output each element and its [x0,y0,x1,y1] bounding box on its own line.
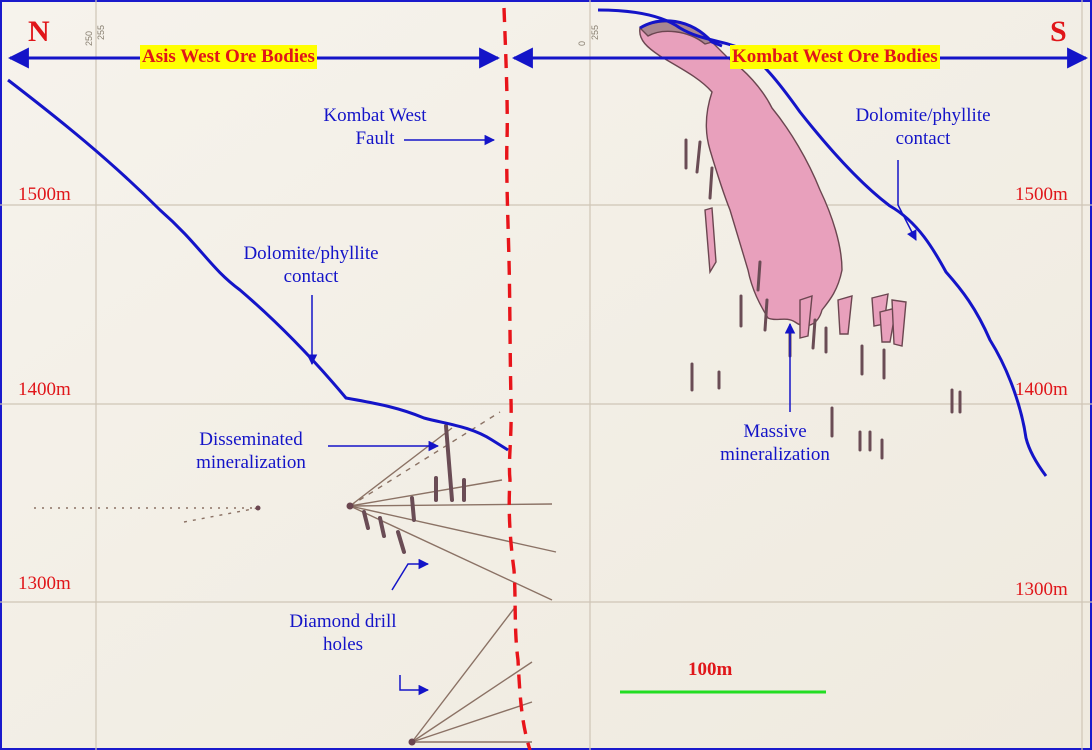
elevation-label-right: 1400m [1015,379,1068,400]
grid-tick-label: 0 [577,41,587,46]
elevation-label-left: 1500m [18,184,71,205]
ore-lens [704,207,717,275]
contact-left-label-line: contact [283,266,339,287]
drill-callout-arrow-2 [399,675,430,696]
drill-callout-arrow-1 [391,558,430,591]
contact-right-label: Dolomite/phyllite contact [818,104,1028,150]
elevation-label-left: 1400m [18,379,71,400]
disseminated-label-line: Disseminated [199,429,303,450]
contact-right-label-line: contact [895,128,951,149]
massive-label: Massive mineralization [690,420,860,466]
north-label: N [28,15,50,48]
disseminated-label-line: mineralization [196,452,306,473]
elevation-label-right: 1300m [1015,579,1068,600]
drill-holes [34,411,557,743]
fault-label-line: Fault [355,128,395,149]
drill-holes-label: Diamond drill holes [258,610,428,656]
contact-left-label: Dolomite/phyllite contact [206,242,416,288]
grid-tick-label: 250 [84,31,94,46]
massive-label-line: Massive [743,421,807,442]
massive-label-line: mineralization [720,444,830,465]
grid-tick-label: 255 [590,25,600,40]
elevation-label-left: 1300m [18,573,71,594]
callout-arrows [306,134,917,696]
south-label: S [1050,15,1067,48]
ore-lens [799,294,813,339]
kombat-west-fault [502,7,532,750]
contact-right-label-line: Dolomite/phyllite [855,105,991,126]
drill-holes-label-line: holes [322,634,364,655]
ore-lens [891,299,907,347]
contact-right-callout-arrow [897,160,917,241]
scale-bar-label: 100m [688,659,733,680]
fault-label-line: Kombat West [323,105,427,126]
asis-west-banner: Asis West Ore Bodies [140,45,317,69]
disseminated-label: Disseminated mineralization [176,428,326,474]
drill-collars [255,502,416,746]
ore-body-main [639,21,843,327]
ore-lens [879,307,897,343]
drill-holes-label-line: Diamond drill [289,611,397,632]
disseminated-mineralization [362,424,466,554]
dolomite-phyllite-contact-right [597,8,1048,477]
grid-tick-label: 255 [96,25,106,40]
contact-left-label-line: Dolomite/phyllite [243,243,379,264]
dolomite-phyllite-contact-left [7,78,509,452]
kombat-west-banner: Kombat West Ore Bodies [730,45,940,69]
elevation-label-right: 1500m [1015,184,1068,205]
contact-lens-outline [639,19,723,48]
fault-label: Kombat West Fault [300,104,450,150]
ore-lens [837,295,853,335]
